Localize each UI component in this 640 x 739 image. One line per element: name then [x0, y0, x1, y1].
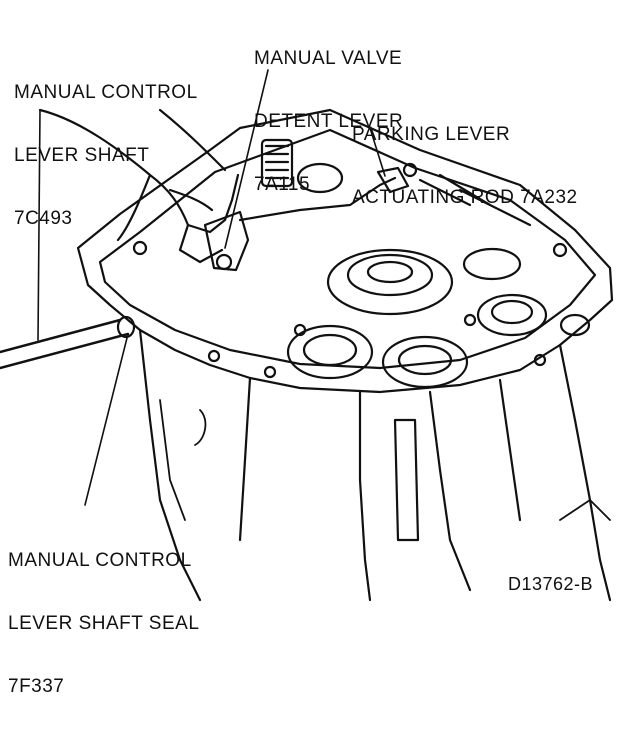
leader-seal: [84, 333, 129, 506]
diagram-canvas: MANUAL CONTROL LEVER SHAFT 7C493 MANUAL …: [0, 48, 614, 697]
main-bore: [326, 248, 454, 316]
bore-right: [476, 293, 548, 337]
figure-id: D13762-B: [508, 574, 594, 594]
label-manual-valve-detent-lever: MANUAL VALVE DETENT LEVER 7A115: [254, 48, 404, 195]
label-manual-control-lever-shaft-seal: MANUAL CONTROL LEVER SHAFT SEAL 7F337: [8, 550, 200, 697]
case-body: [138, 328, 202, 602]
label-parking-lever-actuating-rod: PARKING LEVER ACTUATING ROD 7A232: [352, 124, 578, 208]
leader-shaft: [37, 109, 41, 341]
transmission-case-illustration: [0, 69, 614, 602]
bore-left: [286, 324, 374, 380]
lever-shaft: [0, 318, 130, 370]
case-flange-inner: [98, 128, 597, 370]
label-manual-control-lever-shaft: MANUAL CONTROL LEVER SHAFT 7C493: [14, 82, 198, 229]
leader-detent: [224, 69, 269, 249]
bore-top-right: [462, 247, 522, 281]
leader-parking: [369, 127, 386, 177]
detent-lever: [203, 210, 250, 272]
gear-cluster: [260, 138, 294, 188]
bore-center: [381, 335, 469, 389]
